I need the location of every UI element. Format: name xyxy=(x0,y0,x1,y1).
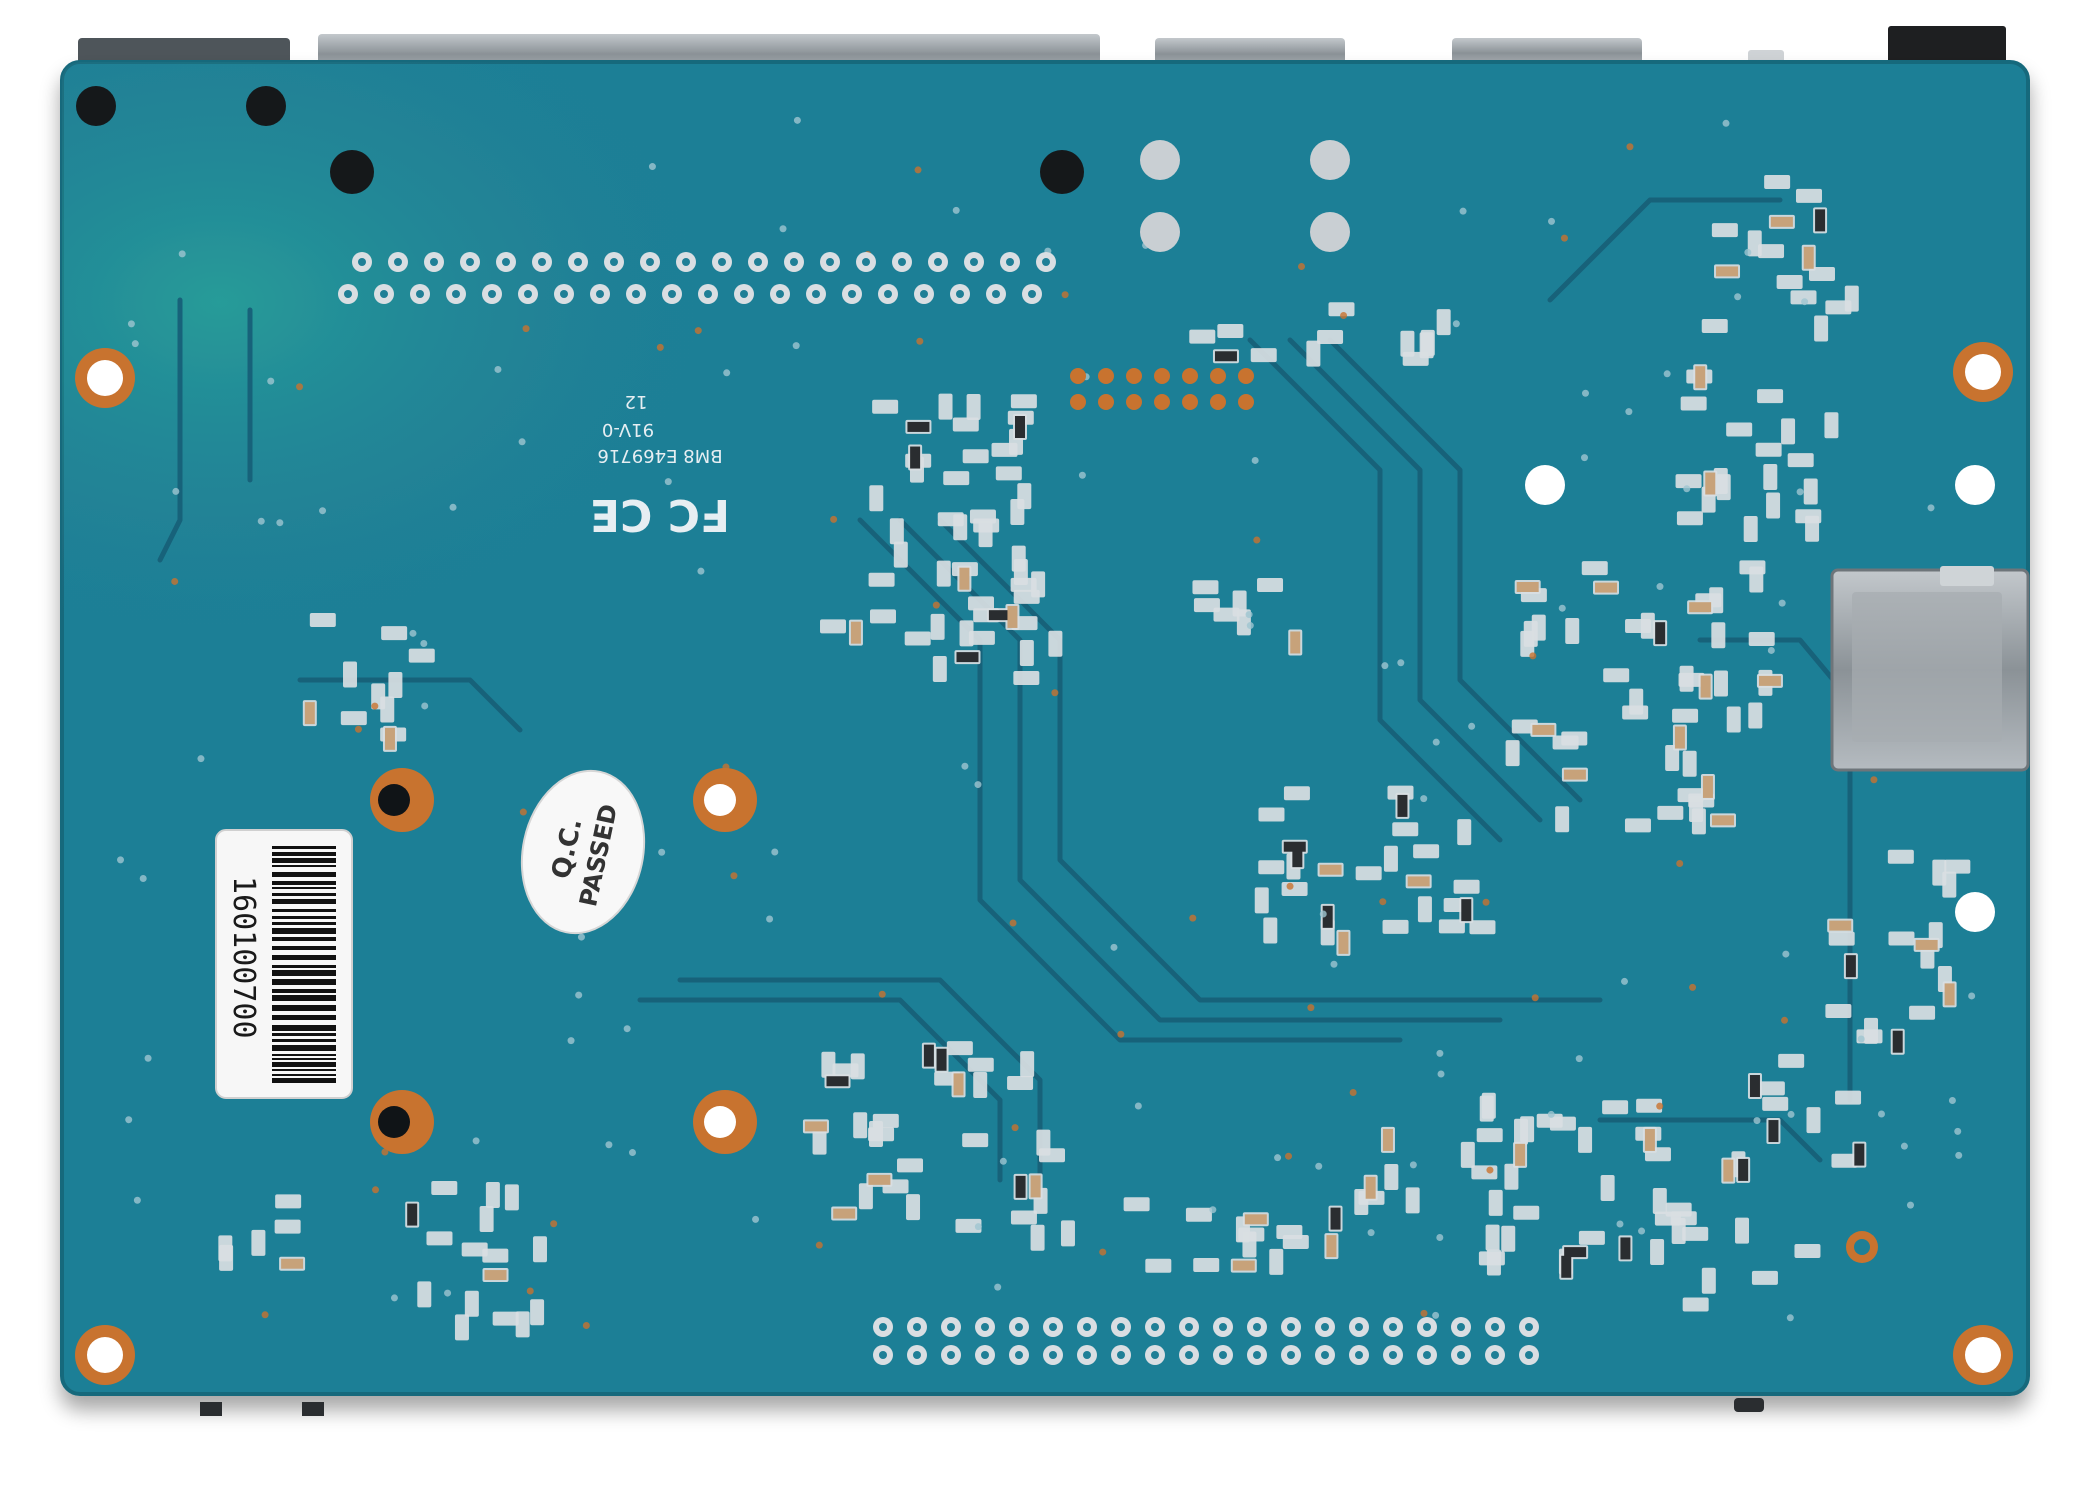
mounting-holes xyxy=(75,342,2013,1385)
silkscreen-markings: FC CE BM8 E469716 91V-0 12 xyxy=(590,391,730,540)
board-code-line-1: BM8 E469716 xyxy=(597,445,722,466)
microsd-slot xyxy=(1830,566,2030,772)
board-code-line-3: 12 xyxy=(625,391,648,412)
smd-components xyxy=(281,209,1955,1281)
board-code-line-2: 91V-0 xyxy=(602,419,654,440)
bottom-pins xyxy=(200,1398,1764,1416)
pin-header-holes xyxy=(338,252,1539,1365)
barcode-bars xyxy=(272,846,336,1083)
barcode-number: 160100700 xyxy=(226,876,261,1039)
qc-sticker: Q.C. PASSED xyxy=(520,769,646,935)
vias xyxy=(117,116,1976,1329)
cert-marks: FC CE xyxy=(590,489,730,540)
barcode-label: 160100700 xyxy=(215,829,353,1099)
pcb-board xyxy=(60,60,2030,1396)
screws xyxy=(76,86,1350,252)
